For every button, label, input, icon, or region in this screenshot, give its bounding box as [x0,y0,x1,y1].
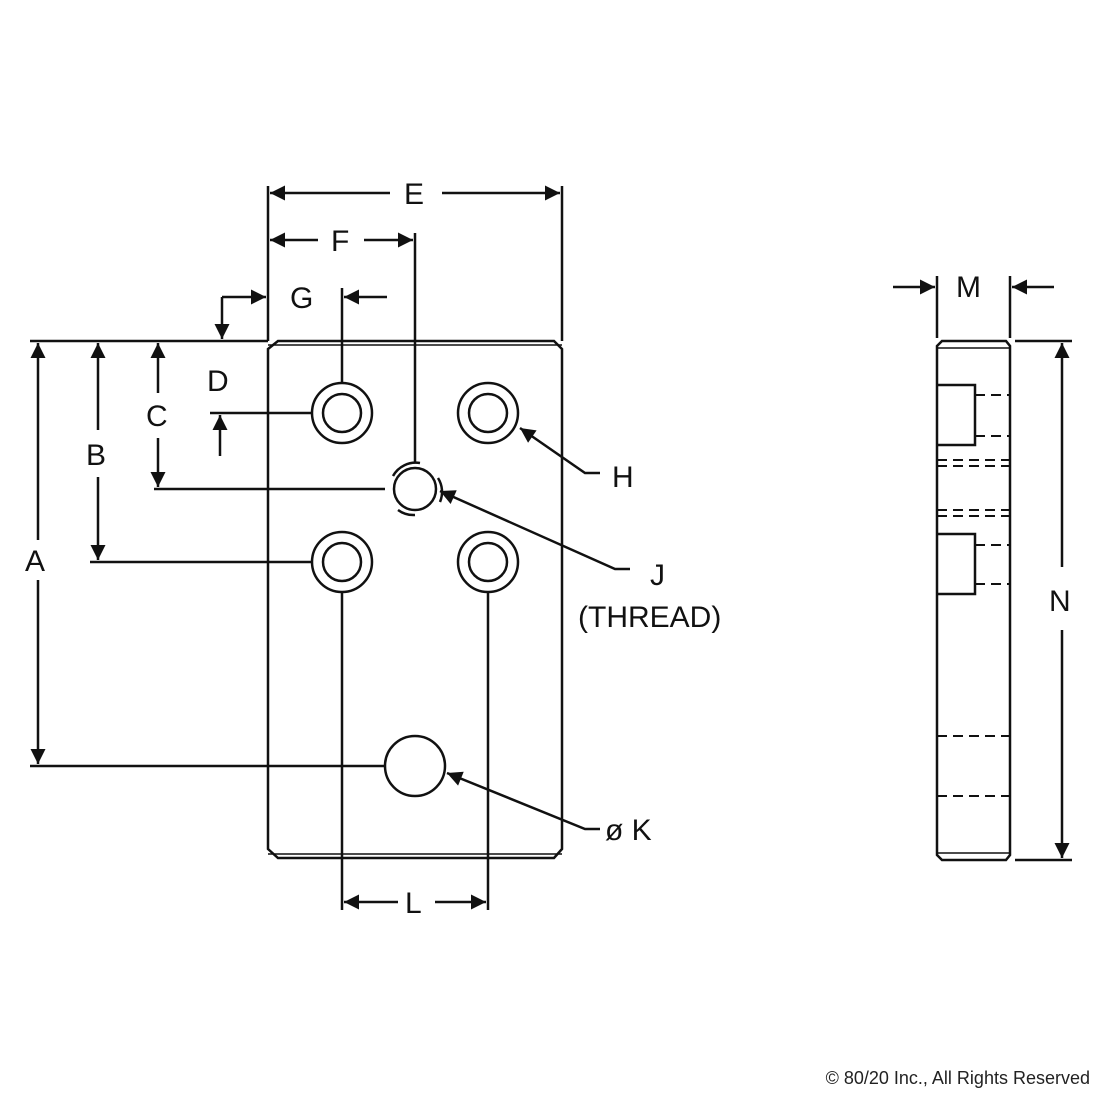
dimension-label-e: E [404,178,424,211]
dimension-label-g: G [290,282,313,315]
dimension-label-f: F [331,225,349,258]
callout-label-k: ø K [605,814,652,847]
callout-label-h: H [612,461,634,494]
dimension-label-n: N [1049,585,1071,618]
counterbore-hole-top-left [310,381,374,445]
threaded-hole [391,461,444,517]
dimension-label-m: M [956,271,981,304]
counterbore-hole-bottom-left [310,530,374,594]
counterbore-hole-top-right [456,381,520,445]
through-hole [383,734,447,798]
copyright-notice: © 80/20 Inc., All Rights Reserved [825,1068,1090,1088]
dimension-label-c: C [146,400,168,433]
dimension-label-l: L [405,887,422,920]
callout-label-j: J [650,559,665,592]
dimension-label-b: B [86,439,106,472]
counterbore-hole-bottom-right [456,530,520,594]
plate-outline [266,339,564,860]
dimension-label-d: D [207,365,229,398]
side-view-outline [935,339,1012,862]
callout-note-thread: (THREAD) [578,601,721,634]
dimension-label-a: A [25,545,45,578]
